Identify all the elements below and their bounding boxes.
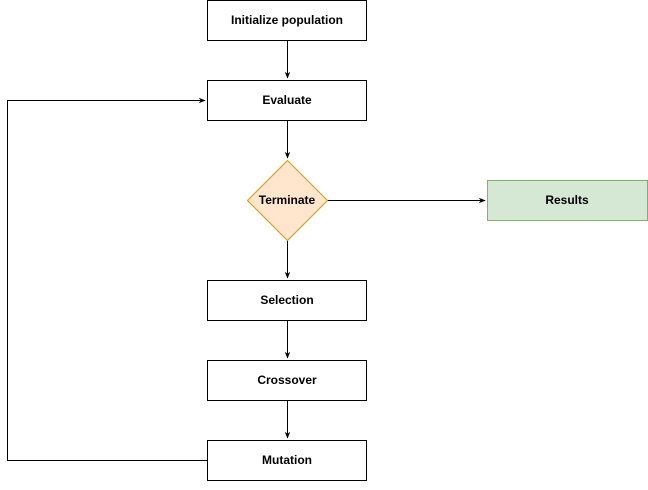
- edge-mutation-to-evaluate: [7, 97, 208, 461]
- initialize-label: Initialize population: [231, 13, 343, 27]
- terminate-label: Terminate: [259, 193, 316, 207]
- evaluate-label: Evaluate: [262, 93, 312, 107]
- evaluate-node[interactable]: Evaluate: [207, 80, 367, 121]
- selection-label: Selection: [260, 293, 313, 307]
- edges: [7, 40, 486, 461]
- crossover-label: Crossover: [257, 373, 317, 387]
- mutation-node[interactable]: Mutation: [207, 440, 367, 481]
- initialize-node[interactable]: Initialize population: [207, 0, 367, 41]
- results-node[interactable]: Results: [487, 180, 648, 221]
- crossover-node[interactable]: Crossover: [207, 360, 367, 401]
- mutation-label: Mutation: [262, 453, 312, 467]
- terminate-node[interactable]: Terminate: [246, 159, 329, 242]
- selection-node[interactable]: Selection: [207, 280, 367, 321]
- results-label: Results: [545, 193, 589, 207]
